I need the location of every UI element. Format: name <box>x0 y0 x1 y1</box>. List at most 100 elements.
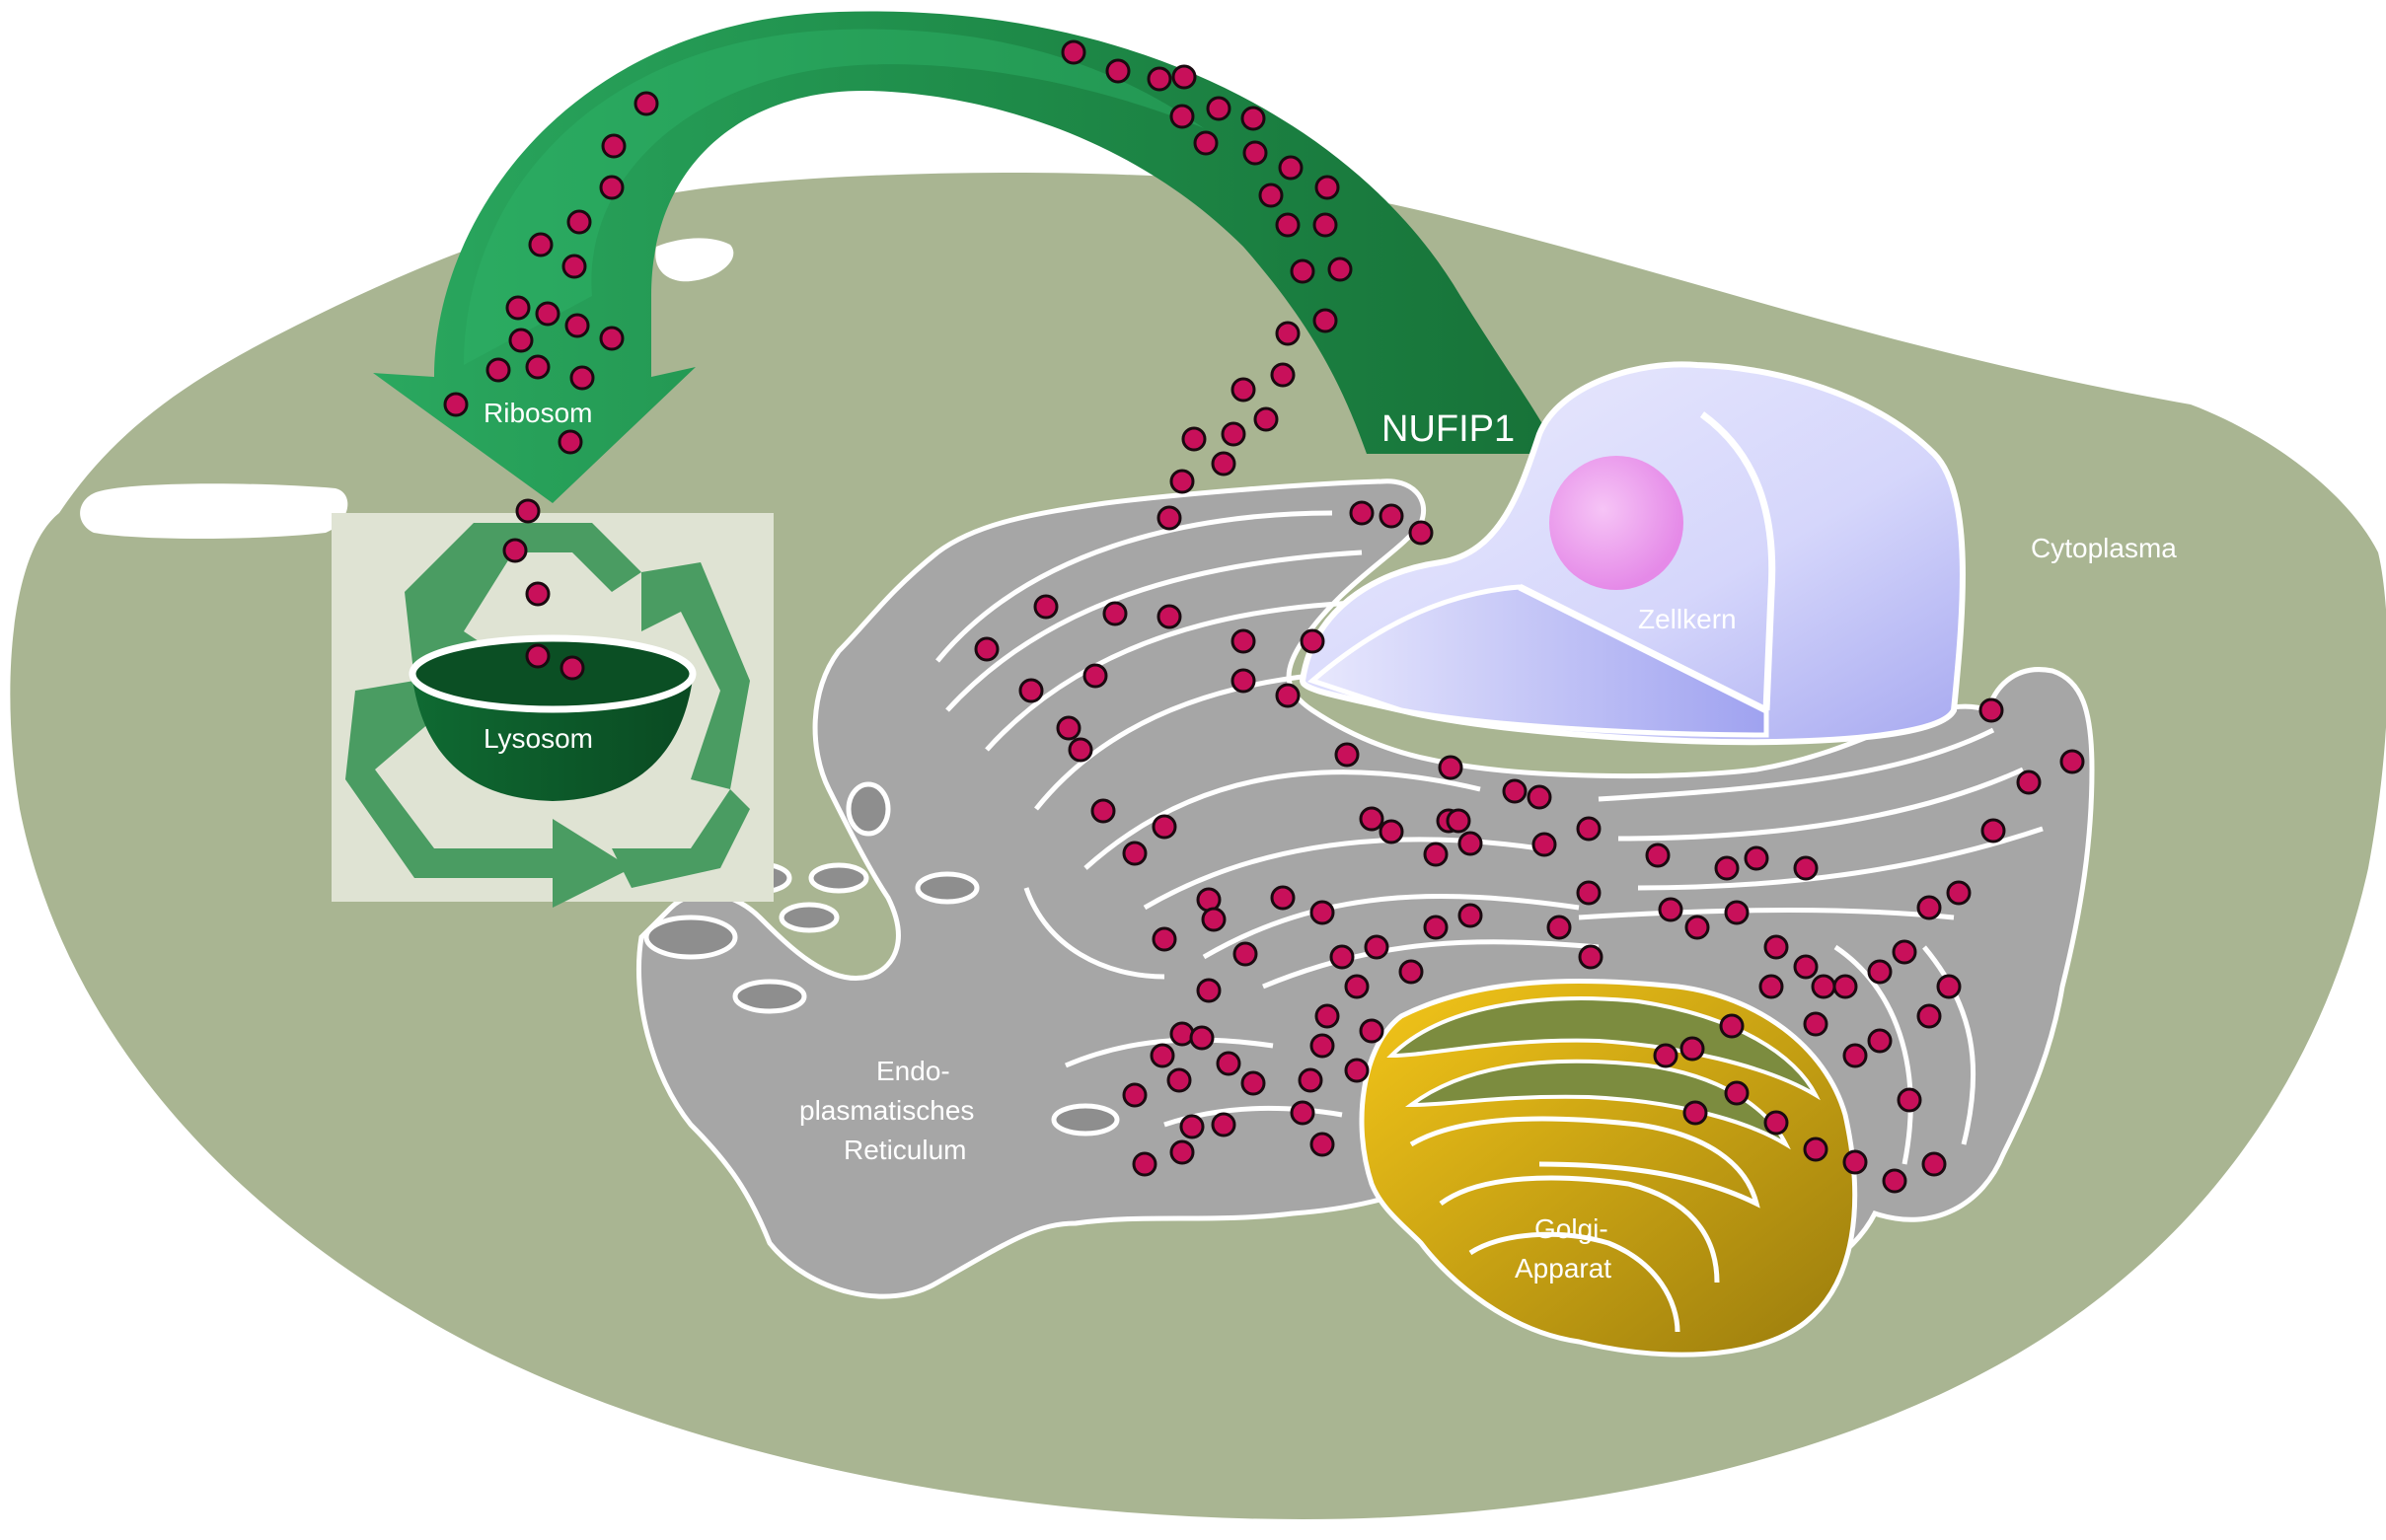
protein-particle <box>1679 1036 1705 1062</box>
protein-particle <box>1980 818 2006 843</box>
golgi-label-line2: Apparat <box>1515 1253 1611 1283</box>
protein-particle <box>1240 1070 1266 1096</box>
protein-particle <box>1803 1137 1828 1162</box>
protein-particle <box>1502 778 1528 804</box>
protein-particle <box>1258 183 1284 208</box>
protein-particle <box>1181 426 1207 452</box>
protein-particle <box>1312 212 1338 238</box>
protein-particle <box>1150 1043 1175 1068</box>
protein-particle <box>1344 974 1370 999</box>
golgi-label-line1: Golgi- <box>1534 1213 1608 1244</box>
protein-particle <box>1763 1110 1789 1136</box>
protein-particle <box>1978 697 2004 723</box>
protein-particle <box>1230 628 1256 654</box>
protein-particle <box>1270 885 1296 911</box>
protein-particle <box>1811 974 1836 999</box>
protein-particle <box>1221 421 1246 447</box>
protein-particle <box>1892 939 1917 965</box>
protein-particle <box>1916 1003 1942 1029</box>
protein-particle <box>1867 1028 1893 1054</box>
protein-particle <box>1359 1018 1384 1044</box>
golgi-apparatus <box>1359 978 1858 1357</box>
protein-particle <box>528 232 554 257</box>
protein-particle <box>1842 1149 1868 1175</box>
protein-particle <box>535 301 560 327</box>
protein-particle <box>1312 308 1338 333</box>
protein-particle <box>1457 903 1483 928</box>
protein-particle <box>566 209 592 235</box>
protein-particle <box>1300 628 1325 654</box>
protein-particle <box>1156 505 1182 531</box>
protein-particle <box>1719 1013 1745 1039</box>
er-label-line1: Endo- <box>876 1056 950 1086</box>
lysosome <box>409 634 697 801</box>
protein-particle <box>1102 601 1128 626</box>
protein-particle <box>1327 257 1353 282</box>
protein-particle <box>1105 58 1131 84</box>
protein-particle <box>1645 843 1671 868</box>
protein-particle <box>634 91 659 116</box>
protein-particle <box>1179 1114 1205 1139</box>
protein-particle <box>1527 784 1552 810</box>
protein-particle <box>1156 604 1182 629</box>
protein-particle <box>1206 96 1231 121</box>
protein-particle <box>1068 737 1093 763</box>
protein-particle <box>559 655 585 681</box>
protein-particle <box>1290 258 1315 284</box>
protein-particle <box>1270 362 1296 388</box>
er-label-line2: plasmatisches <box>799 1095 974 1126</box>
recycle-icon <box>345 523 750 908</box>
protein-particle <box>1682 1100 1708 1126</box>
protein-particle <box>1147 66 1172 92</box>
protein-particle <box>1314 175 1340 200</box>
protein-particle <box>1211 1112 1236 1137</box>
protein-particle <box>525 354 551 380</box>
protein-particle <box>1090 798 1116 824</box>
protein-particle <box>1438 755 1463 780</box>
protein-particle <box>1230 668 1256 694</box>
protein-particle <box>1169 1021 1195 1047</box>
protein-particle <box>1446 808 1471 834</box>
protein-particle <box>485 357 511 383</box>
protein-particles <box>443 39 2085 1194</box>
protein-particle <box>1169 469 1195 494</box>
protein-particle <box>1275 321 1301 346</box>
protein-particle <box>1056 715 1081 741</box>
lysosome-label: Lysosom <box>484 723 593 754</box>
protein-particle <box>599 175 625 200</box>
protein-particle <box>1240 106 1266 131</box>
protein-particle <box>1122 1082 1148 1108</box>
protein-particle <box>1298 1067 1323 1093</box>
protein-particle <box>1684 915 1710 940</box>
protein-particle <box>974 636 1000 662</box>
protein-particle <box>1882 1168 1907 1194</box>
protein-particle <box>525 643 551 669</box>
protein-particle <box>599 326 625 351</box>
protein-particle <box>1408 520 1434 546</box>
protein-particle <box>502 538 528 563</box>
protein-particle <box>1398 959 1424 985</box>
protein-particle <box>1457 831 1483 856</box>
protein-particle <box>1278 155 1304 181</box>
er-label-line3: Reticulum <box>844 1135 966 1165</box>
protein-particle <box>601 133 627 159</box>
protein-particle <box>1169 1139 1195 1165</box>
protein-particle <box>1946 880 1972 906</box>
protein-particle <box>1423 915 1449 940</box>
protein-particle <box>1758 974 1784 999</box>
protein-particle <box>1314 1003 1340 1029</box>
protein-particle <box>1423 842 1449 867</box>
protein-particle <box>1349 500 1375 526</box>
protein-particle <box>561 254 587 279</box>
protein-particle <box>1033 594 1059 620</box>
protein-particle <box>1724 900 1750 925</box>
protein-particle <box>1344 1058 1370 1083</box>
protein-particle <box>1152 926 1177 952</box>
protein-particle <box>1253 406 1279 432</box>
protein-particle <box>1290 1100 1315 1126</box>
protein-particle <box>1867 959 1893 985</box>
protein-particle <box>1916 895 1942 920</box>
protein-particle <box>1832 974 1858 999</box>
protein-particle <box>1803 1011 1828 1037</box>
